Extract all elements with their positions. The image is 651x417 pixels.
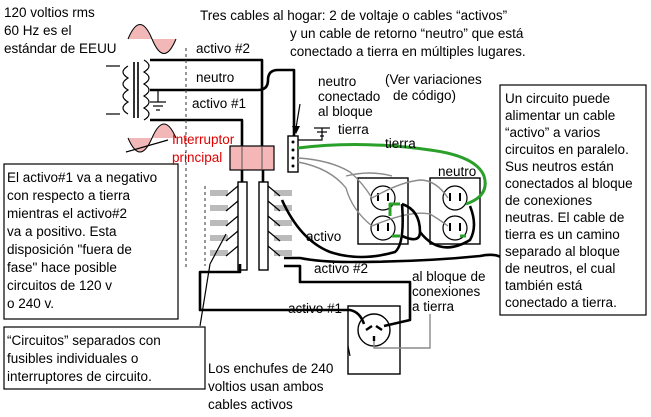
ground-wires-circuit	[297, 142, 487, 238]
neutral-wires-circuit	[297, 157, 449, 227]
top-caption: Tres cables al hogar: 2 de voltaje o cab…	[200, 8, 527, 59]
label-active-mid: activo	[306, 229, 341, 244]
label-neutral-mid: neutro	[438, 164, 476, 179]
source-label: 120 voltios rms 60 Hz es el estándar de …	[4, 5, 117, 56]
label-neutral-top: neutro	[196, 70, 234, 85]
main-breaker	[229, 145, 275, 171]
outlet-240v	[347, 305, 401, 375]
label-active1-bottom: activo #1	[288, 301, 342, 316]
label-active1-top: activo #1	[192, 96, 246, 111]
label-ground-right: tierra	[385, 136, 416, 151]
circuits-note-box	[3, 326, 206, 390]
label-active2-bottom: activo #2	[314, 261, 368, 276]
ground-symbol-transformer	[150, 90, 166, 111]
left-note-text: El activo#1 va a negativo con respecto a…	[7, 170, 161, 311]
sine-wave-bottom	[127, 123, 177, 153]
right-note-text: Un circuito puede alimentar un cable “ac…	[505, 91, 636, 310]
right-note-box	[499, 84, 647, 316]
callout-leaders	[125, 139, 351, 357]
left-note-box	[3, 163, 179, 320]
circuit-breakers-right	[267, 185, 292, 257]
ground-block-label: al bloque de conexiones a tierra	[412, 269, 489, 314]
outlet240-note-text: Los enchufes de 240 voltios usan ambos c…	[208, 361, 337, 412]
sine-wave-top	[127, 24, 177, 54]
neutral-block-label: neutro conectado al bloque	[318, 74, 384, 119]
incoming-wires	[195, 58, 296, 148]
label-active2-top: activo #2	[196, 41, 250, 56]
main-switch-label: Interruptor principal	[172, 132, 238, 165]
label-ground-top: tierra	[338, 122, 369, 137]
code-note: (Ver variaciones de código)	[385, 72, 486, 103]
bus-bars	[237, 170, 269, 271]
circuits-note-text: “Circuitos” separados con fusibles indiv…	[7, 333, 165, 384]
ground-symbol-panel	[298, 127, 330, 141]
transformer-icon	[106, 58, 200, 122]
neutral-block-arrow	[292, 103, 301, 134]
wires-240v	[198, 264, 431, 349]
circuit-breakers-left	[204, 185, 239, 266]
active-wires-circuit	[280, 199, 508, 264]
neutral-bus-block	[287, 135, 299, 173]
